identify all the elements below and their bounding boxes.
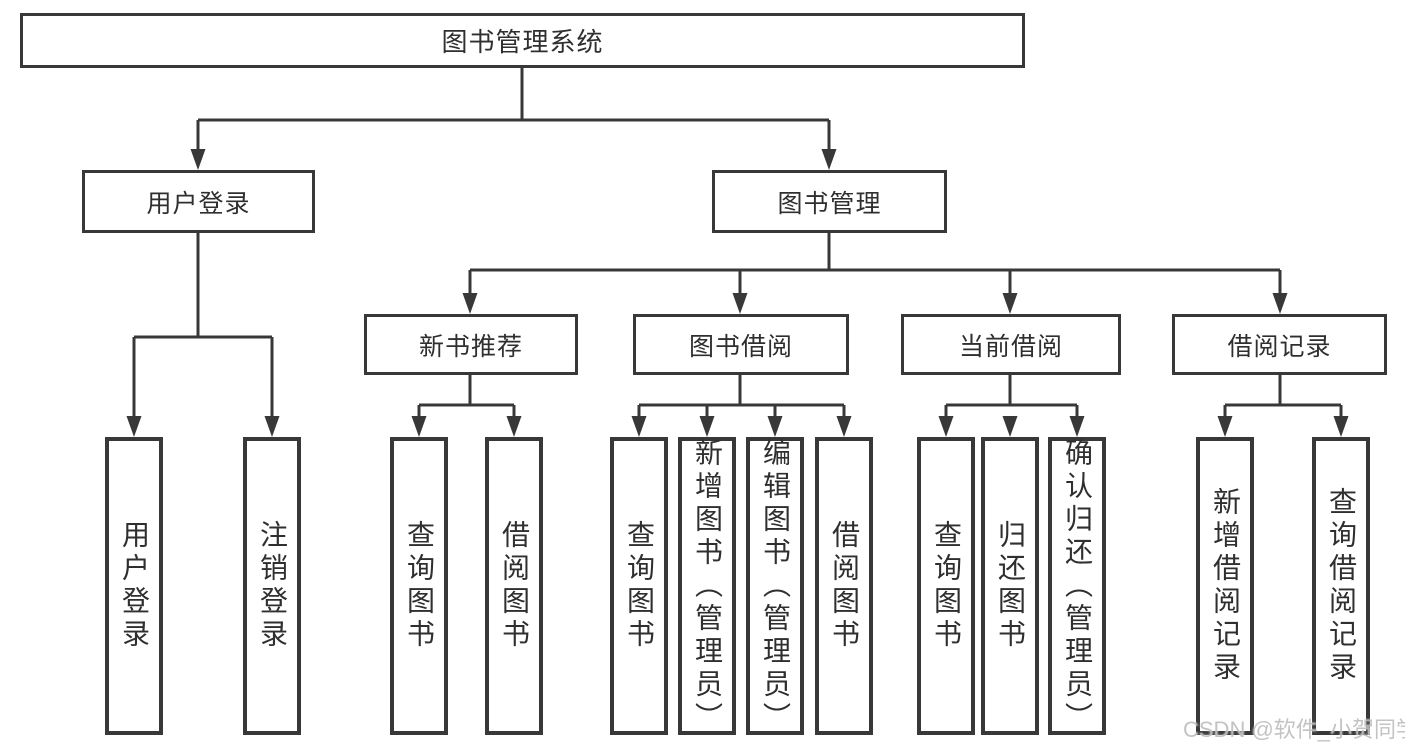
node-label: 当前借阅 — [958, 332, 1063, 361]
node-label: 归还图书 — [995, 520, 1026, 652]
node-label: 图书管理系统 — [441, 27, 604, 57]
node-label: 查询图书 — [624, 520, 655, 652]
leaf-query-books-current: 查询图书 — [917, 437, 975, 735]
node-label: 注销登录 — [257, 520, 288, 652]
csdn-watermark: CSDN @软件_小贺同学 — [1183, 717, 1405, 742]
leaf-query-borrow-record: 查询借阅记录 — [1312, 437, 1370, 735]
leaf-query-books-borrow: 查询图书 — [610, 437, 668, 735]
node-label: 查询图书 — [931, 520, 962, 652]
node-label: 查询借阅记录 — [1326, 487, 1357, 685]
node-label: 图书管理 — [777, 189, 882, 218]
node-label: 借阅图书 — [499, 520, 530, 652]
node-label: 查询图书 — [404, 520, 435, 652]
node-library-management-system: 图书管理系统 — [20, 13, 1025, 68]
node-label: 用户登录 — [146, 189, 251, 218]
node-borrowing-records: 借阅记录 — [1172, 314, 1387, 375]
node-new-book-recommendation: 新书推荐 — [364, 314, 578, 375]
node-user-login: 用户登录 — [82, 170, 315, 233]
leaf-borrow-books-recommend: 借阅图书 — [485, 437, 543, 735]
node-label: 借阅记录 — [1227, 332, 1332, 361]
leaf-borrow-books: 借阅图书 — [815, 437, 873, 735]
node-label: 新增图书（管理员） — [692, 437, 723, 735]
leaf-logout: 注销登录 — [243, 437, 301, 735]
node-label: 确认归还（管理员） — [1062, 437, 1093, 735]
node-label: 图书借阅 — [688, 332, 793, 361]
leaf-query-books-recommend: 查询图书 — [390, 437, 448, 735]
node-label: 新增借阅记录 — [1210, 487, 1241, 685]
node-label: 新书推荐 — [418, 332, 523, 361]
leaf-return-books: 归还图书 — [981, 437, 1039, 735]
leaf-user-login: 用户登录 — [105, 437, 163, 735]
node-current-borrowing: 当前借阅 — [901, 314, 1121, 375]
leaf-add-books-admin: 新增图书（管理员） — [678, 437, 736, 735]
node-label: 借阅图书 — [829, 520, 860, 652]
leaf-edit-books-admin: 编辑图书（管理员） — [746, 437, 804, 735]
node-label: 编辑图书（管理员） — [760, 437, 791, 735]
leaf-confirm-return-admin: 确认归还（管理员） — [1048, 437, 1106, 735]
node-book-borrowing: 图书借阅 — [633, 314, 849, 375]
leaf-add-borrow-record: 新增借阅记录 — [1196, 437, 1254, 735]
node-label: 用户登录 — [119, 520, 150, 652]
node-book-management: 图书管理 — [712, 170, 947, 233]
